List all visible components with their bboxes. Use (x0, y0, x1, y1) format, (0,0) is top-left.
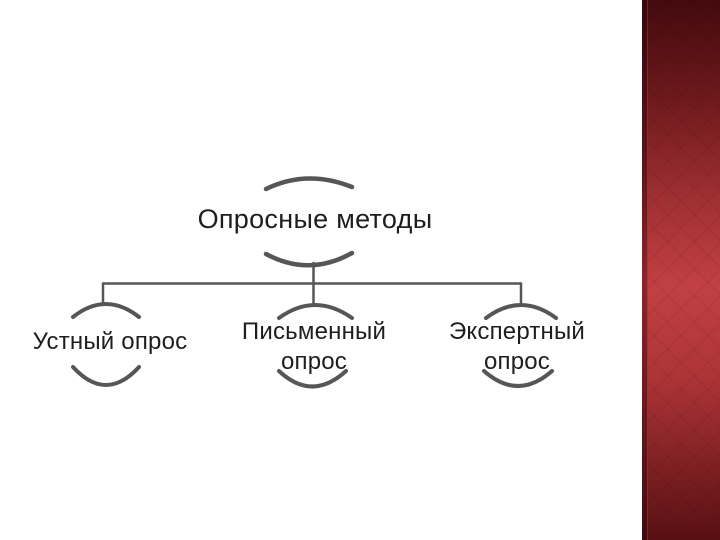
child-node-label-pismenny-opros: Письменный опрос (241, 318, 387, 375)
child2-bottom-arc (277, 369, 348, 389)
child1-top-arc (71, 302, 141, 319)
accent-band (642, 0, 720, 540)
child-node-label-ekspertny-opros: Экспертный опрос (448, 318, 586, 375)
root-top-arc (263, 176, 355, 192)
child2-top-arc (277, 303, 354, 320)
accent-band-edge (642, 0, 648, 540)
root-bottom-arc (263, 250, 355, 268)
child-node-label-ustny-opros: Устный опрос (32, 328, 188, 355)
child1-bottom-arc (71, 365, 141, 387)
root-node-label: Опросные методы (197, 204, 433, 234)
child3-bottom-arc (482, 369, 554, 388)
child3-top-arc (484, 303, 558, 320)
